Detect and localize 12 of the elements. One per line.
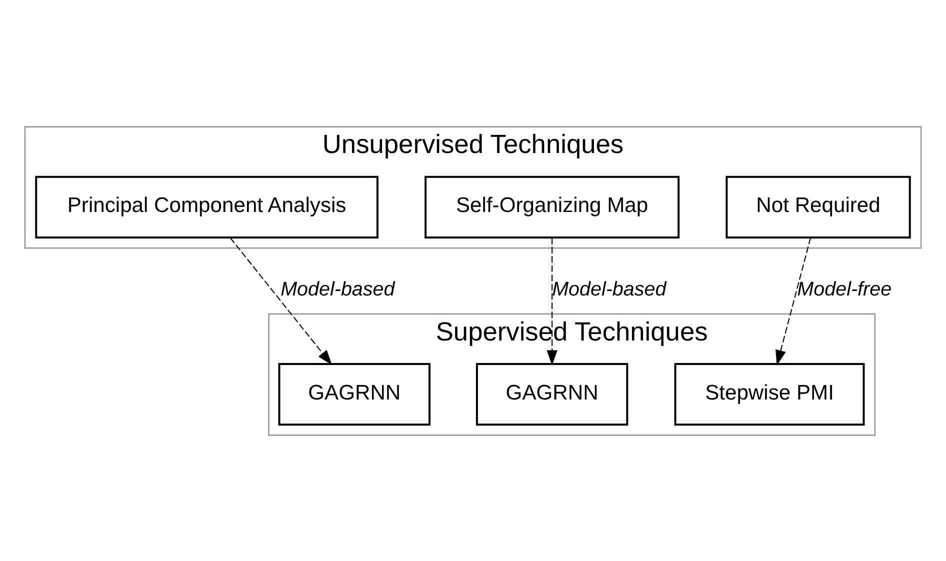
arrow (546, 237, 558, 366)
edge-label: Model-based (280, 278, 395, 300)
arrow (776, 237, 812, 365)
edge-label: Model-based (552, 278, 666, 300)
node-box: Not Required (726, 175, 911, 238)
node-box: GAGRNN (476, 362, 628, 426)
node-box: Self-Organizing Map (424, 175, 680, 238)
node-box: GAGRNN (278, 362, 430, 426)
arrow (230, 236, 332, 365)
node-box: Principal Component Analysis (35, 175, 378, 238)
node-box: Stepwise PMI (674, 362, 865, 426)
edge-label: Model-free (797, 278, 892, 300)
